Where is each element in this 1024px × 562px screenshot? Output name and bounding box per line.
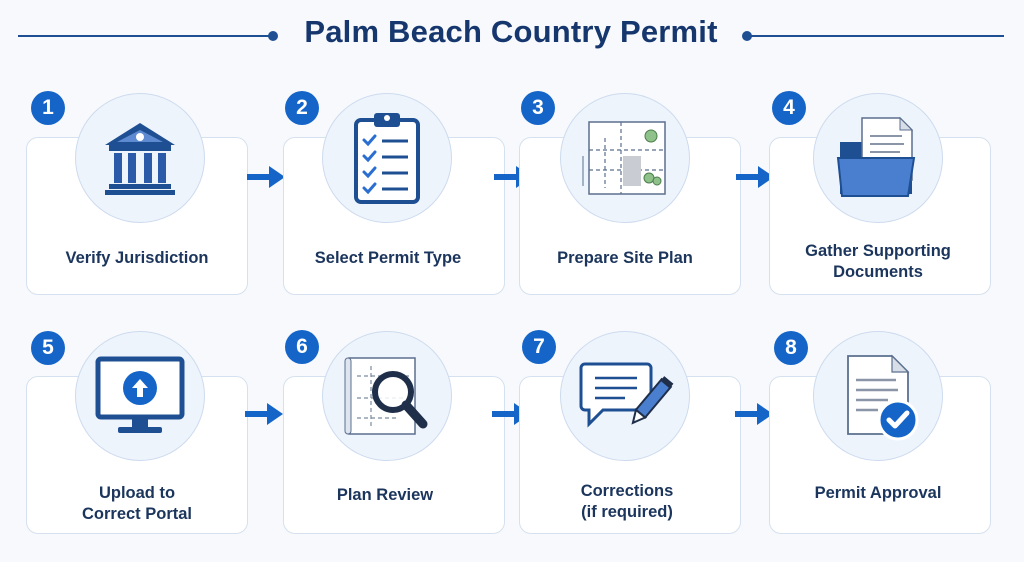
icon-circle [322, 331, 452, 461]
step-label-line: Prepare Site Plan [557, 249, 693, 267]
icon-circle [813, 331, 943, 461]
step-label-line: Upload to [98, 484, 176, 502]
icon-circle [560, 93, 690, 223]
step-number-badge: 2 [285, 91, 319, 125]
step-number-badge: 7 [522, 330, 556, 364]
step-label-line: Plan Review [336, 486, 434, 504]
step-label-line: (if required) [581, 503, 673, 521]
step-label-line: Verify Jurisdiction [65, 249, 209, 267]
title-divider-dot-left [268, 31, 278, 41]
blueprint-magnifier-icon [344, 357, 428, 435]
step-label-line: Correct Portal [81, 505, 193, 523]
step-label-line: Gather Supporting [805, 242, 951, 260]
step-label: Select Permit Type [277, 248, 499, 269]
step-number-badge: 6 [285, 330, 319, 364]
icon-circle [813, 93, 943, 223]
step-label: Upload to Correct Portal [26, 483, 248, 525]
page-title: Palm Beach Country Permit [304, 14, 718, 49]
icon-circle [75, 331, 205, 461]
arrow-right-icon [735, 403, 773, 425]
step-label-line: Select Permit Type [314, 249, 462, 267]
step-number-badge: 3 [521, 91, 555, 125]
arrow-right-icon [245, 403, 283, 425]
step-label: Plan Review [274, 485, 496, 506]
step-number-badge: 8 [774, 331, 808, 365]
folder-documents-icon [836, 116, 916, 197]
clipboard-checklist-icon [354, 113, 420, 204]
step-label: Permit Approval [767, 483, 989, 504]
step-label-line: Permit Approval [814, 484, 942, 502]
step-label: Gather Supporting Documents [767, 241, 989, 283]
step-number-badge: 4 [772, 91, 806, 125]
step-label: Corrections (if required) [516, 481, 738, 523]
document-check-icon [847, 354, 919, 441]
step-number-badge: 5 [31, 331, 65, 365]
site-plan-icon [582, 121, 666, 195]
monitor-upload-icon [95, 356, 185, 433]
title-divider-right [748, 35, 1004, 37]
title-divider-dot-right [742, 31, 752, 41]
step-label: Prepare Site Plan [514, 248, 736, 269]
icon-circle [75, 93, 205, 223]
icon-circle [322, 93, 452, 223]
arrow-right-icon [247, 166, 285, 188]
arrow-right-icon [736, 166, 774, 188]
comment-pencil-icon [579, 362, 674, 428]
title-row: Palm Beach Country Permit [0, 0, 1024, 72]
step-label-line: Documents [833, 263, 923, 281]
icon-circle [560, 331, 690, 461]
step-number-badge: 1 [31, 91, 65, 125]
step-label: Verify Jurisdiction [26, 248, 248, 269]
courthouse-icon [105, 123, 175, 195]
title-divider-left [18, 35, 270, 37]
step-label-line: Corrections [580, 482, 674, 500]
